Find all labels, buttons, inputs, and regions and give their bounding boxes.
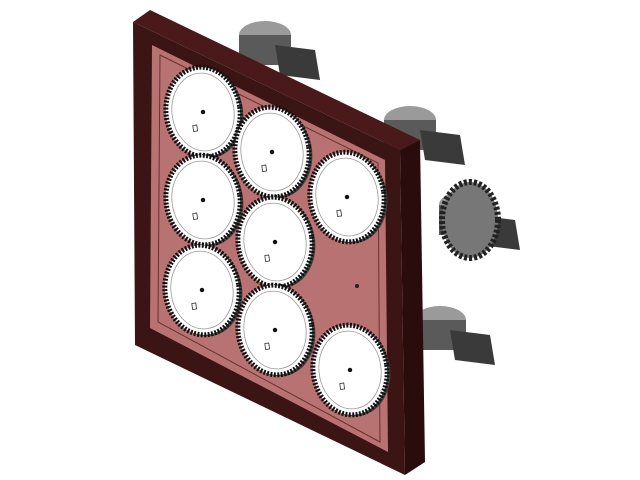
- gear: [232, 104, 313, 200]
- gear-marker: [261, 164, 268, 172]
- gear-hub: [269, 149, 275, 155]
- gear-hub: [272, 327, 278, 333]
- motor-bracket: [420, 130, 465, 165]
- gear-hub: [200, 109, 206, 115]
- motor-assemblies: [239, 21, 520, 365]
- motor-bracket: [450, 330, 495, 365]
- gear: [163, 152, 244, 248]
- gear: [235, 282, 316, 378]
- gear-marker: [191, 302, 198, 310]
- motor: [414, 306, 495, 365]
- gear-marker: [264, 342, 271, 350]
- gear: [162, 242, 243, 338]
- gear: [235, 194, 316, 290]
- panel-inner-border: [157, 54, 381, 443]
- gear-marker: [192, 124, 199, 132]
- gear-hub: [347, 367, 353, 373]
- gear-hub: [344, 194, 350, 200]
- rear-gear: [439, 179, 501, 261]
- gear-marker: [192, 212, 199, 220]
- motor-bracket: [275, 45, 320, 80]
- motor: [239, 21, 320, 80]
- gear: [307, 149, 388, 245]
- gear-marker: [336, 209, 343, 217]
- panel-hole: [355, 284, 359, 288]
- gear: [310, 322, 391, 418]
- gear-array: [162, 64, 391, 418]
- frame-top-face: [133, 10, 420, 150]
- gear-hub: [199, 287, 205, 293]
- gear-marker: [339, 382, 346, 390]
- gear-hub: [272, 239, 278, 245]
- gear-marker: [264, 254, 271, 262]
- gear-hub: [200, 197, 206, 203]
- frame-side-face: [400, 140, 425, 475]
